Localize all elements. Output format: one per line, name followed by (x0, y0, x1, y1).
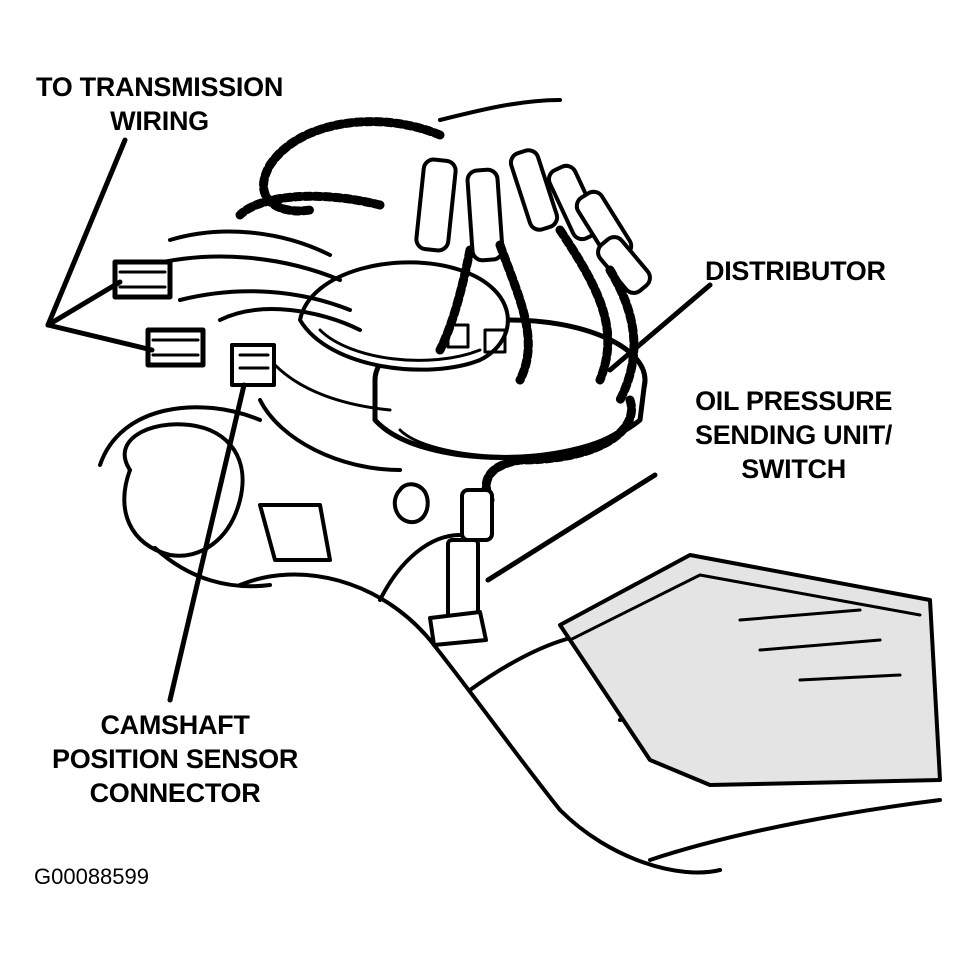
figure-id: G00088599 (34, 864, 149, 889)
label-camshaft-position-sensor-connector: CAMSHAFT POSITION SENSOR CONNECTOR (52, 708, 298, 810)
leader-lines (45, 137, 713, 703)
label-oil-pressure-sending-unit: OIL PRESSURE SENDING UNIT/ SWITCH (695, 384, 892, 486)
label-line: CAMSHAFT (100, 710, 250, 740)
transmission-harness (112, 229, 362, 368)
label-distributor: DISTRIBUTOR (705, 254, 886, 288)
label-line: POSITION SENSOR (52, 744, 299, 774)
label-line: OIL PRESSURE (695, 386, 893, 416)
label-line: CONNECTOR (89, 778, 261, 808)
valve-cover (558, 553, 942, 787)
plug-wire-boots (414, 148, 652, 295)
label-line: SWITCH (741, 454, 846, 484)
plug-wires (235, 117, 639, 505)
label-line: WIRING (110, 106, 209, 136)
label-to-transmission-wiring: TO TRANSMISSION WIRING (36, 70, 283, 138)
distributor-body (258, 260, 648, 472)
oil-pressure-sender (392, 482, 494, 647)
label-line: SENDING UNIT/ (695, 420, 893, 450)
camshaft-sensor-connector (230, 343, 392, 412)
label-line: DISTRIBUTOR (705, 256, 886, 286)
label-line: TO TRANSMISSION (36, 72, 284, 102)
